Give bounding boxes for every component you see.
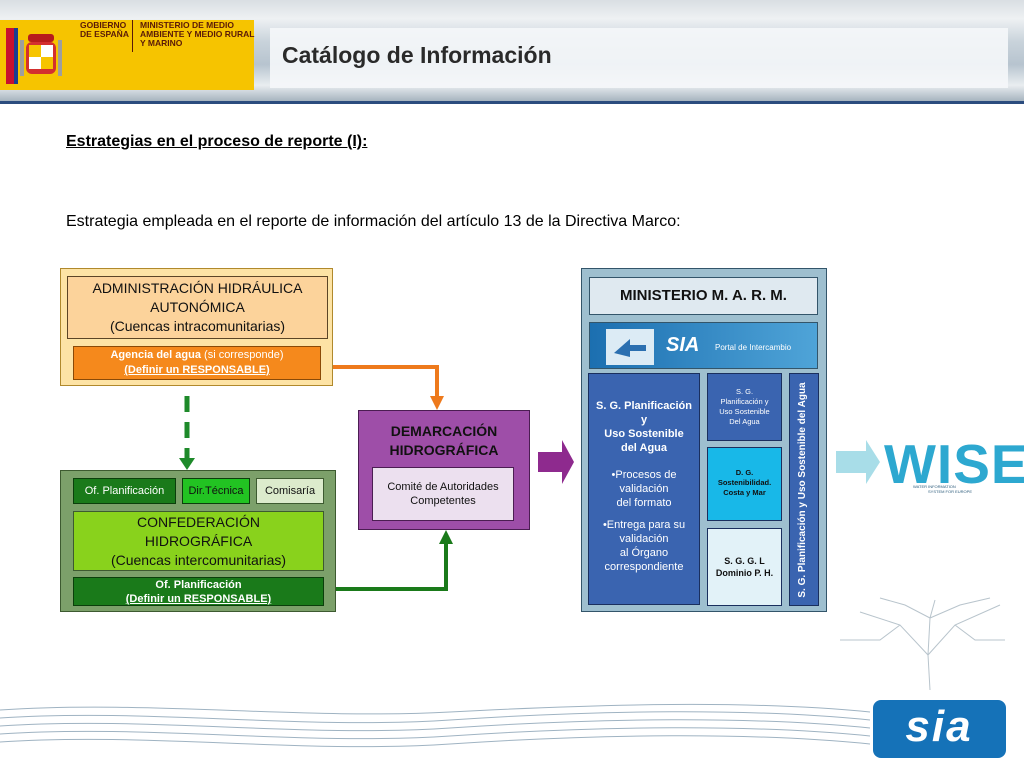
title-box (270, 28, 1008, 88)
sg-title-3: Uso Sostenible (604, 428, 684, 440)
dem-title-line2: HIDROGRÁFICA (389, 442, 499, 458)
of-plan-bottom-line1: Of. Planificación (155, 579, 242, 591)
conf-title-line1: CONFEDERACIÓN (137, 514, 260, 530)
bullet1-line1: •Procesos de (611, 469, 677, 481)
comisaria-tab: Comisaría (256, 478, 324, 504)
sg-planificacion-small-box: S. G. Planificación y Uso Sostenible Del… (707, 373, 782, 441)
orange-arrow-line (321, 365, 439, 397)
green-arrow-head (439, 530, 453, 544)
agencia-agua-box: Agencia del agua (si corresponde) (Defin… (73, 346, 321, 380)
comite-line2: Competentes (410, 495, 476, 507)
conf-title-line3: (Cuencas intercomunitarias) (110, 552, 287, 568)
sggl-dominio-box: S. G. G. L Dominio P. H. (707, 528, 782, 606)
gov-label: GOBIERNO DE ESPAÑA (80, 20, 129, 39)
agencia-responsable: (Definir un RESPONSABLE) (124, 364, 270, 376)
dg-sostenibilidad-box: D. G. Sostenibilidad. Costa y Mar (707, 447, 782, 521)
confederacion-title: CONFEDERACIÓN HIDROGRÁFICA (Cuencas inte… (73, 511, 324, 571)
wise-subtitle-2: SYSTEM FOR EUROPE (928, 489, 973, 494)
ministerio-title: MINISTERIO M. A. R. M. (589, 277, 818, 315)
wise-subtitle-1: WATER INFORMATION (913, 484, 956, 489)
admin-title-line2: AUTONÓMICA (150, 299, 245, 315)
conf-title-line2: HIDROGRÁFICA (144, 533, 253, 549)
bullet1-line3: del formato (616, 497, 672, 509)
comite-line1: Comité de Autoridades (387, 481, 499, 493)
portal-intercambio-banner: SIA (589, 322, 818, 369)
coat-of-arms-icon (6, 28, 62, 84)
agencia-label: Agencia del agua (110, 349, 201, 361)
dashed-arrow-head (179, 458, 195, 470)
dg-line1: D. G. (735, 468, 754, 477)
wise-logo: WISE (884, 433, 1024, 495)
bullet2-line1: •Entrega para su (602, 519, 686, 531)
intro-text: Estrategia empleada en el reporte de inf… (66, 213, 681, 230)
sg-planificacion-box: S. G. Planificación y Uso Sostenible del… (588, 373, 700, 605)
purple-arrow (538, 440, 574, 484)
vertical-sg-box (789, 373, 819, 606)
dg-line3: Costa y Mar (723, 488, 766, 497)
bullet2-line4: correspondiente (604, 561, 684, 573)
demarcacion-title: DEMARCACIÓN HIDROGRÁFICA (366, 422, 522, 460)
small-line3: Uso Sostenible (719, 407, 770, 416)
portal-logo: SIA (666, 334, 699, 356)
small-line2: Planificación y (720, 397, 769, 406)
portal-graphic: SIA (606, 329, 699, 365)
small-line4: Del Agua (729, 417, 760, 426)
section-subtitle: Estrategias en el proceso de reporte (I)… (66, 133, 368, 150)
decorative-waves (0, 703, 871, 748)
of-plan-bottom-line2: (Definir un RESPONSABLE) (125, 593, 272, 605)
of-planificacion-responsable: Of. Planificación (Definir un RESPONSABL… (73, 577, 324, 606)
dg-line2: Sostenibilidad. (717, 478, 772, 487)
exchange-arrow-icon (614, 339, 646, 357)
of-planificacion-tab: Of. Planificación (73, 478, 176, 504)
government-logo (0, 20, 254, 90)
admin-autonomica-title: ADMINISTRACIÓN HIDRÁULICA AUTONÓMICA (Cu… (67, 276, 328, 339)
sia-logo (873, 700, 1006, 758)
sg-title-1: S. G. Planificación (596, 400, 692, 412)
admin-title-line3: (Cuencas intracomunitarias) (109, 318, 286, 334)
sggl-line2: Dominio P. H. (715, 568, 774, 578)
dem-title-line1: DEMARCACIÓN (390, 423, 498, 439)
dir-tecnica-tab: Dir.Técnica (182, 478, 250, 504)
cyan-arrow (836, 440, 880, 484)
small-line1: S. G. (735, 387, 754, 396)
bullet2-line3: al Órgano (619, 547, 669, 559)
sg-title-2: y (640, 414, 648, 426)
portal-label: Portal de Intercambio (715, 343, 792, 352)
sg-title-4: del Agua (620, 442, 668, 454)
orange-arrow-head (430, 396, 444, 410)
ministry-label: MINISTERIO DE MEDIO AMBIENTE Y MEDIO RUR… (140, 20, 255, 48)
sia-logo-text: sia (905, 702, 973, 751)
bullet1-line2: validación (619, 483, 669, 495)
agencia-note: (si corresponde) (204, 349, 284, 361)
comite-autoridades-box: Comité de Autoridades Competentes (372, 467, 514, 521)
bullet2-line2: validación (619, 533, 669, 545)
admin-title-line1: ADMINISTRACIÓN HIDRÁULICA (92, 280, 303, 296)
green-arrow-line (324, 543, 448, 591)
page-title: Catálogo de Información (282, 42, 552, 68)
logo-divider (132, 20, 133, 52)
sggl-line1: S. G. G. L (724, 556, 765, 566)
